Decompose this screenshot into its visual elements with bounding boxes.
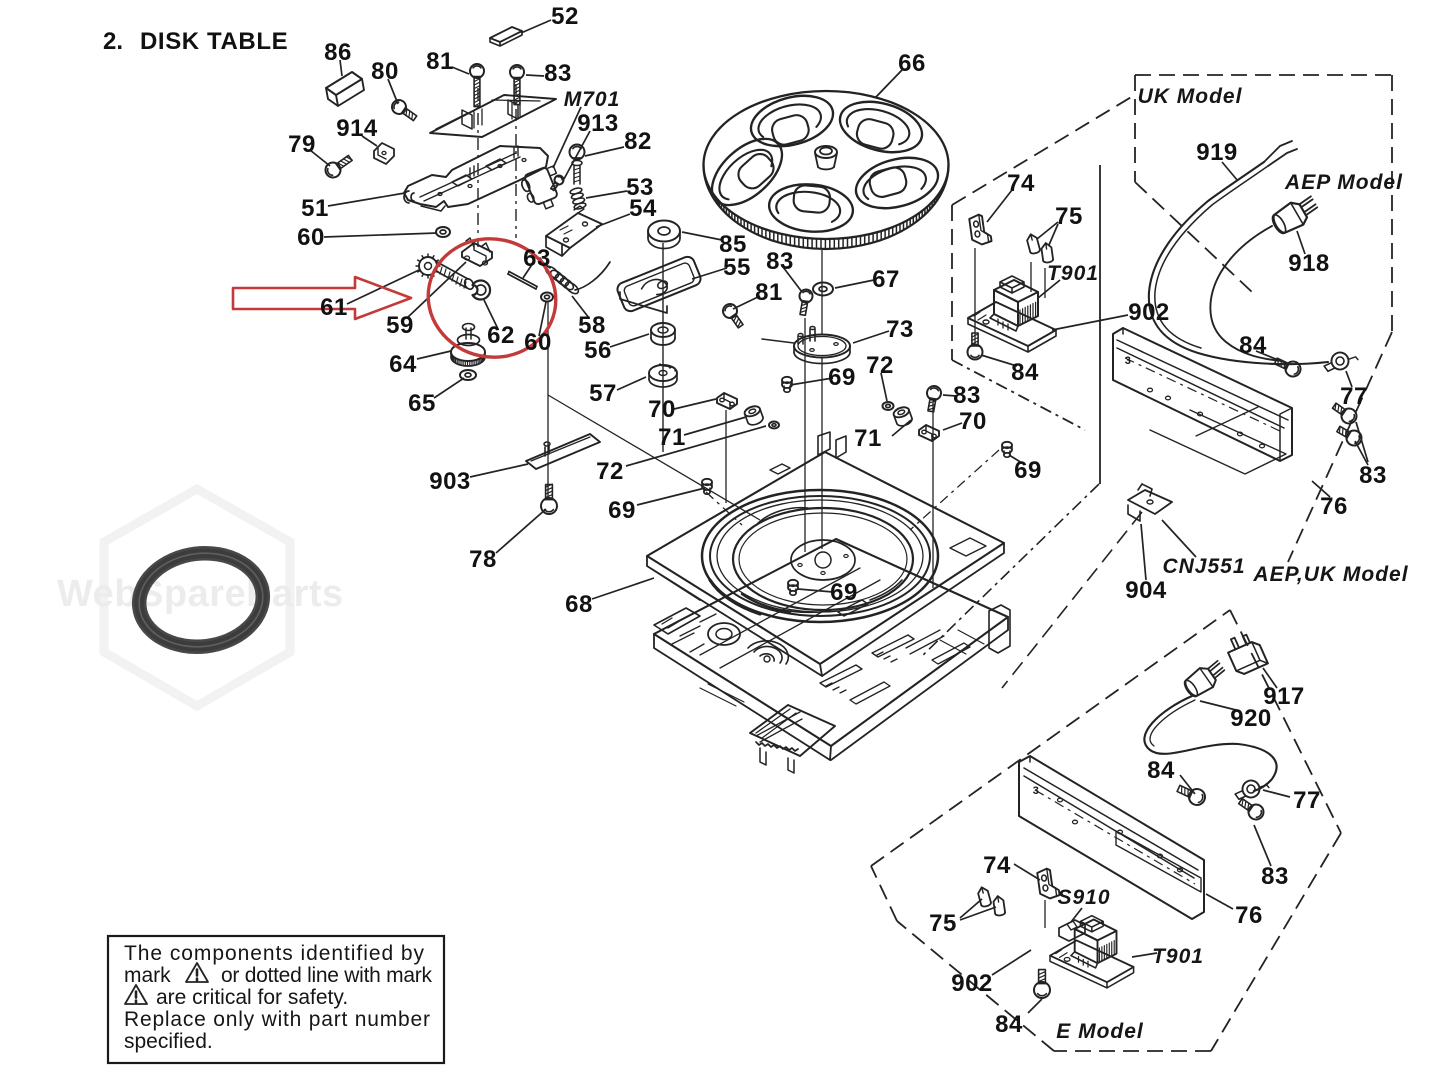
svg-text:918: 918 [1288,250,1330,277]
svg-text:or dotted line with mark: or dotted line with mark [221,964,433,987]
svg-text:60: 60 [524,329,552,356]
svg-text:E Model: E Model [1056,1020,1144,1043]
svg-text:75: 75 [1055,203,1083,230]
svg-text:are critical for safety.: are critical for safety. [156,986,348,1009]
svg-text:72: 72 [596,458,624,485]
svg-text:51: 51 [301,195,329,222]
svg-text:84: 84 [995,1011,1023,1038]
svg-text:75: 75 [929,910,957,937]
svg-text:68: 68 [565,591,593,618]
svg-text:914: 914 [336,115,378,142]
svg-text:S910: S910 [1057,886,1110,909]
svg-text:84: 84 [1239,332,1267,359]
svg-text:3: 3 [1125,355,1132,367]
svg-text:904: 904 [1125,577,1167,604]
svg-text:76: 76 [1235,902,1263,929]
svg-text:78: 78 [469,546,497,573]
svg-text:55: 55 [723,254,751,281]
svg-text:72: 72 [866,352,894,379]
svg-text:DISK TABLE: DISK TABLE [140,28,288,55]
svg-text:56: 56 [584,337,612,364]
svg-text:3: 3 [1033,785,1040,797]
svg-text:Replace only with part number: Replace only with part number [124,1008,430,1031]
svg-text:77: 77 [1293,787,1321,814]
svg-text:64: 64 [389,351,417,378]
svg-text:81: 81 [426,48,454,75]
svg-text:T901: T901 [1047,262,1099,285]
svg-text:913: 913 [577,110,619,137]
svg-text:59: 59 [386,312,414,339]
svg-text:71: 71 [658,424,686,451]
svg-text:65: 65 [408,390,436,417]
svg-text:WebSpareParts: WebSpareParts [57,573,344,615]
svg-text:52: 52 [551,3,579,30]
svg-text:77: 77 [1340,383,1368,410]
svg-text:76: 76 [1320,493,1348,520]
svg-text:61: 61 [320,294,348,321]
svg-text:mark: mark [124,964,171,987]
svg-text:917: 917 [1263,683,1305,710]
svg-text:66: 66 [898,50,926,77]
svg-text:80: 80 [371,58,399,85]
svg-text:70: 70 [648,396,676,423]
svg-text:74: 74 [1007,170,1035,197]
svg-text:84: 84 [1011,359,1039,386]
svg-text:83: 83 [1261,863,1289,890]
svg-text:74: 74 [983,852,1011,879]
svg-text:82: 82 [624,128,652,155]
svg-text:85: 85 [719,231,747,258]
svg-text:903: 903 [429,468,471,495]
svg-text:83: 83 [766,248,794,275]
svg-text:70: 70 [959,408,987,435]
svg-text:The components identified by: The components identified by [124,942,425,965]
svg-text:63: 63 [523,245,551,272]
svg-text:60: 60 [297,224,325,251]
svg-text:58: 58 [578,312,606,339]
svg-text:902: 902 [1128,299,1170,326]
svg-text:2.: 2. [103,28,123,55]
svg-text:57: 57 [589,380,617,407]
svg-text:62: 62 [487,322,515,349]
svg-text:69: 69 [830,579,858,606]
svg-text:UK Model: UK Model [1138,85,1243,108]
svg-text:69: 69 [1014,457,1042,484]
svg-text:81: 81 [755,279,783,306]
svg-text:83: 83 [544,60,572,87]
svg-text:specified.: specified. [124,1030,213,1053]
svg-text:83: 83 [1359,462,1387,489]
svg-text:86: 86 [324,39,352,66]
svg-text:54: 54 [629,195,657,222]
svg-text:73: 73 [886,316,914,343]
svg-text:CNJ551: CNJ551 [1162,555,1245,578]
svg-text:AEP,UK Model: AEP,UK Model [1252,563,1408,586]
svg-text:53: 53 [626,174,654,201]
svg-text:920: 920 [1230,705,1272,732]
svg-text:M701: M701 [564,88,621,111]
svg-text:83: 83 [953,382,981,409]
svg-text:84: 84 [1147,757,1175,784]
svg-text:T901: T901 [1152,945,1204,968]
svg-text:79: 79 [288,131,316,158]
svg-text:71: 71 [854,425,882,452]
svg-text:902: 902 [951,970,993,997]
svg-text:919: 919 [1196,139,1238,166]
svg-text:69: 69 [608,497,636,524]
svg-text:67: 67 [872,266,900,293]
svg-text:69: 69 [828,364,856,391]
svg-text:AEP Model: AEP Model [1284,171,1403,194]
